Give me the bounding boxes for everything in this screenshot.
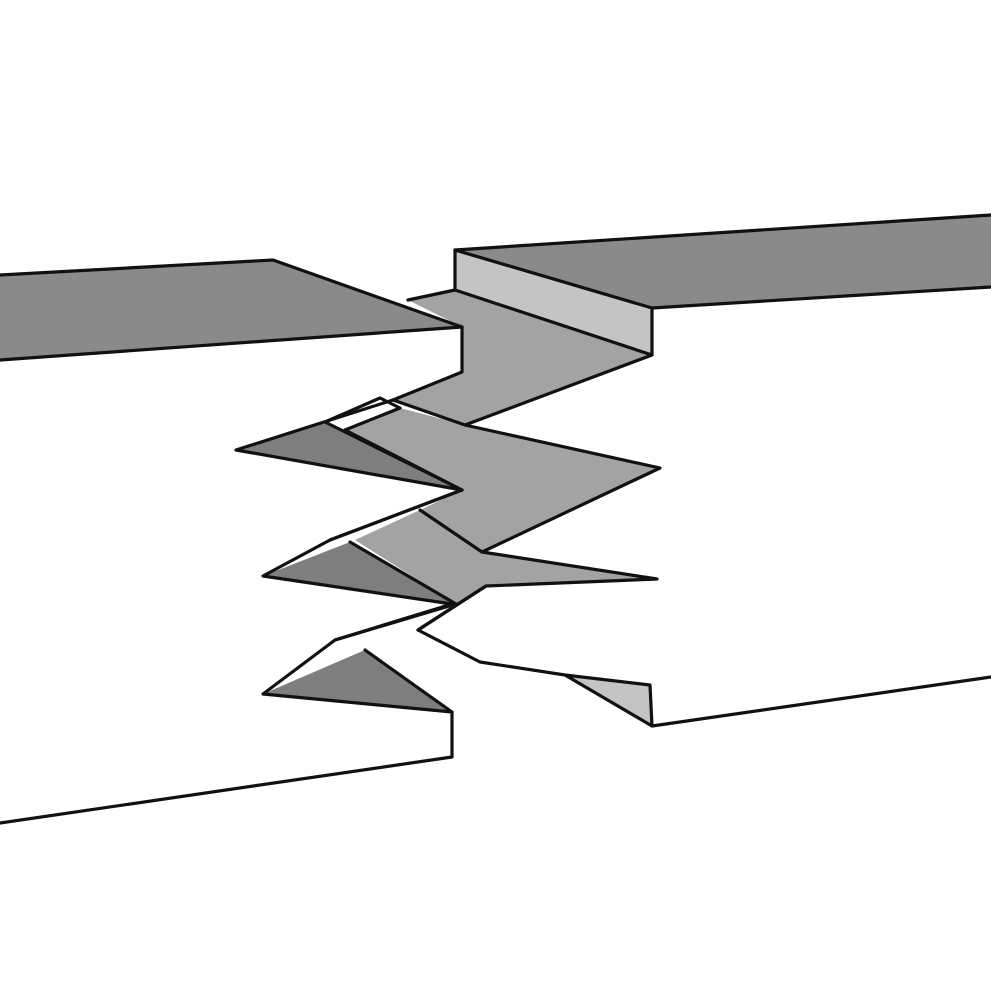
lower-tooth-left-wedge [263, 650, 452, 712]
upper-tooth-face [345, 408, 660, 552]
tooth2-crease [348, 540, 458, 606]
slot-edges [323, 396, 402, 432]
mid-lower [416, 584, 488, 632]
left-top-back-edge [0, 258, 464, 329]
lower-bevel-diagonal [563, 673, 654, 728]
middle-tooth-left-wedge [263, 542, 456, 604]
step-diag-1 [391, 398, 467, 427]
tooth3-crease [363, 648, 454, 714]
joint-step-face [393, 290, 652, 425]
tooth1-inner [343, 428, 464, 492]
tooth3-inner [333, 602, 458, 642]
right-beam-front-face [418, 287, 991, 726]
tooth2-inner [328, 488, 464, 542]
left-beam-front-face [0, 327, 462, 823]
tooth2-upper [418, 508, 484, 554]
joint-gap-slot [325, 398, 400, 430]
right-beam-top-face [455, 215, 991, 308]
face-layer [0, 215, 991, 823]
left-inner-step-line [406, 288, 457, 302]
right-top-back-edge [453, 213, 991, 252]
left-top-front-edge [0, 325, 464, 362]
edge-layer [0, 213, 991, 825]
middle-tooth-face [355, 510, 657, 630]
right-top-front-edge [650, 285, 991, 310]
right-beam-end-bevel [455, 250, 652, 355]
upper-tooth-left-wedge [236, 422, 462, 490]
